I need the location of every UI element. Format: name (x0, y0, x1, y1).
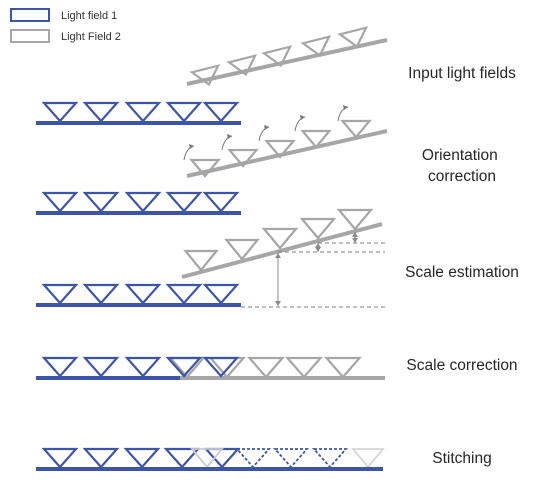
camera-triangle (82, 356, 120, 378)
rotate-arrow-icon (258, 126, 270, 142)
arrowhead-icon (315, 247, 321, 252)
camera-triangle (300, 129, 332, 149)
camera-triangle (261, 227, 299, 250)
camera-triangle (202, 283, 240, 305)
light-field-1-row (36, 283, 241, 307)
light-field-1-row (36, 101, 241, 125)
step-label-orientation-correction: Orientation correction (422, 147, 502, 185)
step-orientation-correction (36, 105, 388, 215)
light-field-2-baseline (186, 38, 388, 86)
camera-triangle (336, 208, 374, 231)
rotate-arrow-icon (294, 116, 306, 132)
camera-triangle (124, 101, 162, 123)
light-field-1-row (36, 191, 241, 215)
scale-measurement-lines (241, 232, 385, 308)
rotate-arrowhead-icon (300, 115, 305, 120)
camera-triangle (41, 191, 79, 213)
stitched-triangle (234, 448, 272, 469)
camera-triangle (190, 448, 224, 469)
step-label-scale-estimation: Scale estimation (405, 264, 519, 281)
step-label-input-light-fields: Input light fields (408, 65, 516, 82)
light-field-2-row (168, 356, 385, 380)
rotation-arrows (183, 105, 349, 161)
camera-triangle (202, 191, 240, 213)
camera-triangle (41, 283, 79, 305)
camera-triangle (261, 45, 293, 68)
arrowhead-icon (315, 243, 321, 248)
camera-triangle (163, 447, 201, 469)
camera-triangle (224, 238, 260, 261)
light-field-2-row (186, 119, 388, 178)
legend: Light field 1 Light Field 2 (10, 8, 121, 43)
camera-triangle (227, 148, 259, 168)
camera-triangle (165, 191, 203, 213)
camera-triangle (299, 217, 337, 240)
camera-triangle (124, 191, 162, 213)
legend-swatch-light-field-1 (10, 8, 50, 22)
camera-triangle (351, 448, 385, 469)
stitched-triangle (272, 448, 310, 469)
rotate-arrowhead-icon (264, 125, 269, 130)
arrowhead-icon (352, 238, 358, 243)
rotate-arrow-icon (337, 106, 349, 122)
legend-swatch-light-field-2 (10, 29, 50, 43)
arrowhead-icon (352, 232, 358, 237)
camera-triangle (41, 356, 79, 378)
light-field-1-row (36, 356, 240, 380)
step-scale-correction (36, 356, 385, 380)
step-label-stitching: Stitching (432, 450, 491, 467)
camera-triangle (264, 139, 296, 159)
camera-triangle (165, 356, 203, 378)
camera-triangle (285, 356, 323, 379)
rotate-arrowhead-icon (227, 134, 232, 139)
camera-triangle (82, 283, 120, 305)
camera-triangle (300, 35, 332, 58)
camera-triangle (208, 356, 246, 379)
camera-triangle (340, 119, 372, 139)
step-label-scale-correction: Scale correction (406, 357, 517, 374)
light-field-2-baseline (181, 222, 383, 279)
stitched-triangle (311, 448, 349, 469)
camera-triangle (123, 447, 161, 469)
arrowhead-icon (275, 253, 281, 258)
camera-triangle (202, 101, 240, 123)
camera-triangle (203, 447, 241, 469)
camera-triangle (189, 64, 221, 87)
step-scale-estimation (36, 208, 385, 308)
camera-triangle (41, 447, 79, 469)
camera-triangle (183, 249, 219, 272)
camera-triangle (189, 158, 221, 178)
arrowhead-icon (275, 301, 281, 306)
camera-triangle (82, 447, 120, 469)
camera-triangle (165, 283, 203, 305)
step-stitching (36, 447, 385, 471)
light-field-2-row (181, 208, 383, 279)
rotate-arrow-icon (221, 135, 233, 151)
stitched-light-field-row (36, 447, 385, 471)
camera-triangle (202, 356, 240, 378)
rotate-arrowhead-icon (189, 144, 194, 149)
rotate-arrow-icon (183, 145, 195, 161)
camera-triangle (226, 54, 258, 77)
camera-triangle (324, 356, 362, 379)
camera-triangle (124, 356, 162, 378)
camera-triangle (82, 191, 120, 213)
legend-label-light-field-2: Light Field 2 (61, 31, 121, 43)
camera-triangle (41, 101, 79, 123)
camera-triangle (124, 283, 162, 305)
light-field-2-row (186, 26, 388, 87)
camera-triangle (247, 356, 285, 379)
camera-triangle (165, 101, 203, 123)
camera-triangle (82, 101, 120, 123)
legend-label-light-field-1: Light field 1 (61, 10, 117, 22)
light-field-2-baseline (186, 129, 388, 178)
step-input-light-fields (36, 26, 388, 125)
rotate-arrowhead-icon (343, 105, 348, 110)
camera-triangle (337, 26, 369, 49)
